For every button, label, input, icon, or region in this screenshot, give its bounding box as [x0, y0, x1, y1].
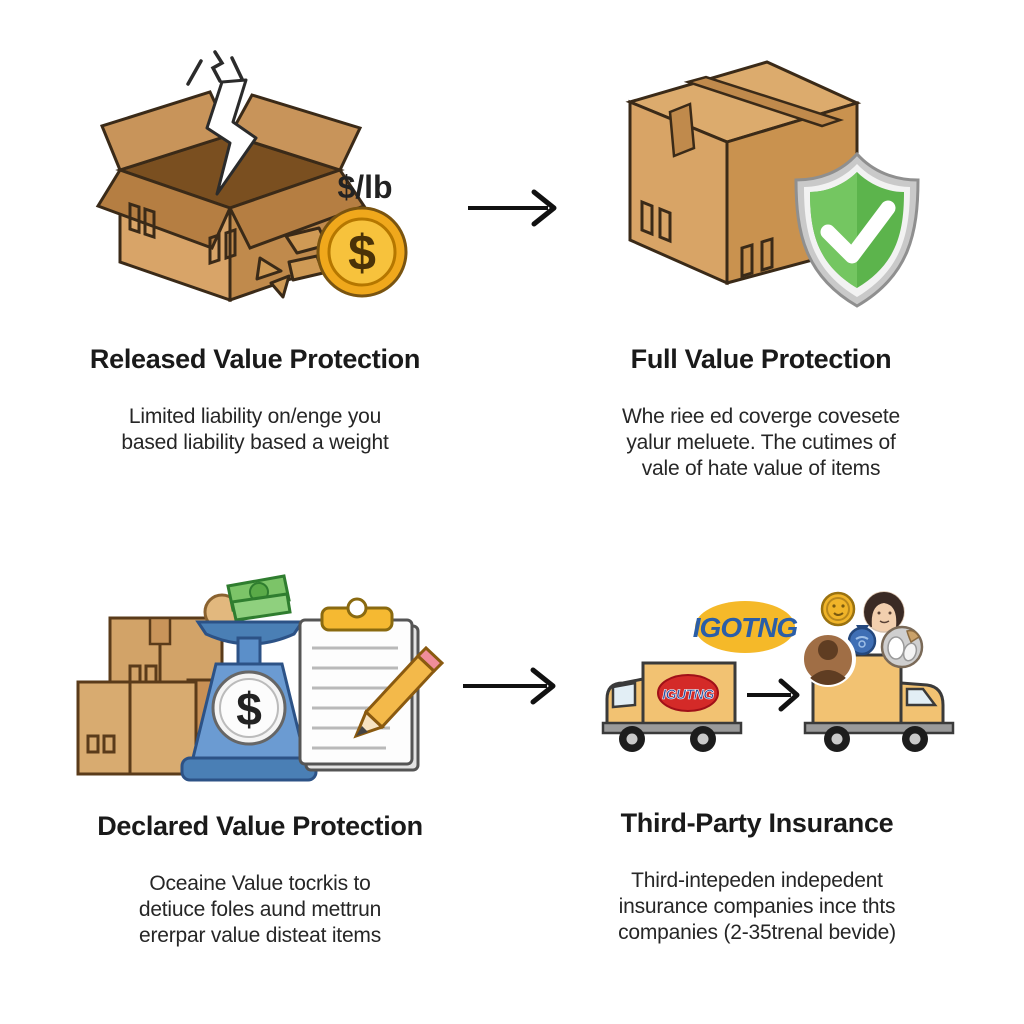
price-per-pound-label: $/lb [337, 169, 392, 205]
description-line: yalur meluete. The cutimes of [626, 431, 896, 454]
right-arrow-icon [468, 189, 557, 227]
protected-box-icon [625, 60, 920, 308]
description-line: detiuce foles aund mettrun [138, 898, 382, 921]
declared-value-icon: $ [76, 574, 445, 782]
box-fragments-icon [255, 226, 329, 299]
logo-text: IGOTNG [693, 612, 798, 643]
documents-badge-icon [880, 625, 924, 669]
box-slots [128, 201, 237, 266]
released-value-title: Released Value Protection [89, 344, 421, 374]
description-line: ererpar value disteat items [138, 924, 382, 947]
impact-sparks-icon [186, 50, 244, 86]
scale-dollar-symbol: $ [236, 683, 262, 735]
pencil-icon [353, 645, 445, 739]
damaged-box-icon: $/lb $ [95, 50, 408, 303]
shield-check-icon [794, 151, 920, 308]
full-value-description: Whe riee ed coverge covesete yalur melue… [541, 404, 981, 482]
description-line: companies (2-35trenal bevide) [618, 921, 896, 944]
tape-strip [683, 75, 845, 128]
weighing-scale-icon: $ [180, 620, 318, 782]
mover-badge-icon [800, 631, 856, 687]
third-party-trucks-icon: IGOTNG IGUTNG [601, 591, 955, 752]
box-slots [640, 199, 774, 279]
checkmark-icon [820, 200, 896, 264]
clipboard-lines [312, 646, 398, 750]
description-line: Oceaine Value tocrkis to [149, 872, 371, 895]
coin-badge-icon [820, 591, 856, 627]
description-line: Limited liability on/enge you [128, 405, 382, 428]
handoff-arrow-icon [747, 678, 800, 712]
released-value-description: Limited liability on/enge you based liab… [35, 404, 475, 456]
full-value-title: Full Value Protection [630, 344, 892, 374]
coin-dollar-symbol: $ [348, 225, 376, 281]
tape-flap [668, 102, 696, 158]
third-party-description: Third-intepeden indepedent insurance com… [537, 868, 977, 946]
igotng-logo: IGOTNG [693, 601, 798, 653]
third-party-title: Third-Party Insurance [620, 808, 894, 838]
crack-icon [205, 78, 258, 196]
truck-logo-badge [657, 674, 719, 712]
description-line: insurance companies ince thts [618, 895, 896, 918]
dollar-coin-icon: $ [316, 206, 408, 298]
right-arrow-icon [463, 667, 556, 705]
truck-logo-text: IGUTNG [662, 686, 714, 702]
declared-value-title: Declared Value Protection [97, 811, 423, 841]
person-badge-icon [863, 591, 905, 633]
declared-value-description: Oceaine Value tocrkis to detiuce foles a… [40, 871, 480, 949]
description-line: Whe riee ed coverge covesete [621, 405, 901, 428]
clipboard-icon [298, 597, 420, 772]
description-line: vale of hate value of items [641, 457, 881, 480]
money-bag-badge-icon [847, 625, 877, 656]
description-line: Third-intepeden indepedent [631, 869, 883, 892]
sender-truck-icon: IGUTNG [601, 661, 743, 752]
receiver-truck-icon [803, 653, 955, 752]
description-line: based liability based a weight [121, 431, 389, 454]
